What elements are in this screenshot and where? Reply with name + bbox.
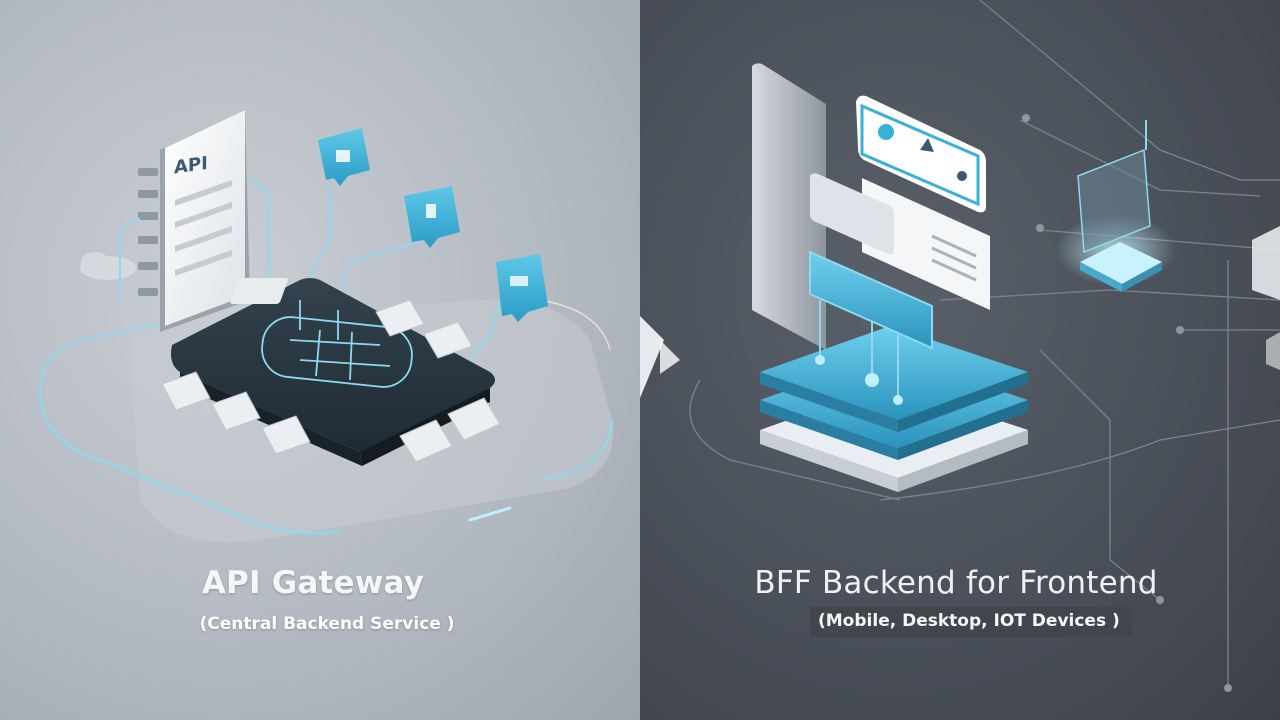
circuit-nodes bbox=[1022, 114, 1232, 692]
edge-cube bbox=[1252, 226, 1280, 300]
api-gateway-subtitle: (Central Backend Service ) bbox=[199, 614, 455, 634]
panel-icon-2 bbox=[920, 138, 934, 152]
cloud-icon bbox=[80, 252, 136, 280]
edge-modules bbox=[161, 299, 501, 463]
circuit-lines bbox=[689, 0, 1280, 688]
panel-text-lines bbox=[931, 234, 977, 282]
panel-icon-3 bbox=[957, 171, 967, 181]
bff-subtitle: (Mobile, Desktop, IOT Devices ) bbox=[810, 607, 1132, 637]
service-tile-2 bbox=[404, 186, 460, 248]
service-tile-3 bbox=[496, 254, 548, 322]
bff-platform bbox=[760, 326, 1028, 492]
bff-panel: BFF Backend for Frontend (Mobile, Deskto… bbox=[640, 0, 1280, 720]
api-gateway-panel: API bbox=[0, 0, 640, 720]
tablet-side-tabs bbox=[138, 168, 158, 296]
arrow-icon bbox=[640, 316, 664, 398]
bff-title: BFF Backend for Frontend bbox=[754, 565, 1158, 601]
iot-device bbox=[1056, 120, 1176, 292]
light-nodes bbox=[815, 355, 903, 405]
gateway-circuit bbox=[261, 300, 413, 388]
tablet-list-rows bbox=[175, 180, 232, 276]
bff-illustration bbox=[640, 0, 1280, 692]
api-gateway-illustration: API bbox=[38, 110, 614, 543]
service-tile-1 bbox=[318, 128, 370, 186]
back-wall bbox=[752, 63, 826, 350]
api-tablet: API bbox=[138, 110, 250, 332]
api-gateway-title: API Gateway bbox=[201, 565, 425, 601]
panel-icon-1 bbox=[878, 124, 894, 140]
ui-panels bbox=[809, 95, 990, 350]
api-screen-label: API bbox=[174, 153, 208, 179]
